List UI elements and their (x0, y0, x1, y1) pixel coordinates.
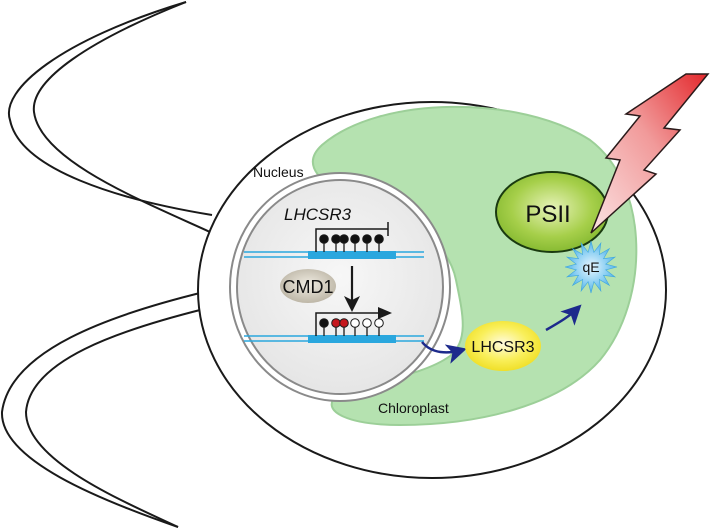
down-arrow-icon (344, 266, 360, 312)
flagellum-lower (0, 291, 205, 528)
gene-active (244, 307, 424, 343)
methylation-mark-methylated (350, 234, 360, 244)
export-arrow-icon (421, 341, 467, 364)
methylation-mark-demethylating (331, 318, 341, 328)
methylation-mark-methylated (374, 234, 384, 244)
activation-arrow-icon (545, 304, 582, 332)
cmd1-label: CMD1 (282, 277, 333, 297)
methylation-mark-unmethylated (362, 318, 372, 328)
methylation-mark-demethylating (339, 318, 349, 328)
methylation-mark-methylated (362, 234, 372, 244)
methylation-marks (319, 318, 384, 336)
cmd1-protein: CMD1 (280, 269, 336, 303)
methylation-mark-methylated (339, 234, 349, 244)
dna-strand (244, 335, 424, 343)
methylation-mark-methylated (319, 318, 329, 328)
lightning-bolt-icon (590, 73, 710, 234)
lhcsr3-protein: LHCSR3 (465, 321, 541, 371)
gene-label: LHCSR3 (284, 205, 352, 224)
blocked-promoter-icon (315, 222, 389, 252)
methylation-marks (319, 234, 384, 252)
methylation-mark-unmethylated (350, 318, 360, 328)
qe-burst: qE (564, 240, 618, 294)
dna-strand (244, 251, 424, 259)
active-promoter-arrow-icon (315, 312, 380, 336)
psii-complex: PSII (495, 171, 609, 253)
lhcsr3-label: LHCSR3 (471, 339, 534, 356)
flagellum-upper (7, 1, 213, 233)
chloroplast-label: Chloroplast (378, 400, 449, 416)
methylation-mark-unmethylated (374, 318, 384, 328)
qe-label: qE (582, 259, 599, 275)
psii-label: PSII (525, 201, 570, 228)
gene-repressed (244, 222, 424, 259)
nucleus-label: Nucleus (253, 164, 304, 180)
methylation-mark-methylated (331, 234, 341, 244)
methylation-mark-methylated (319, 234, 329, 244)
